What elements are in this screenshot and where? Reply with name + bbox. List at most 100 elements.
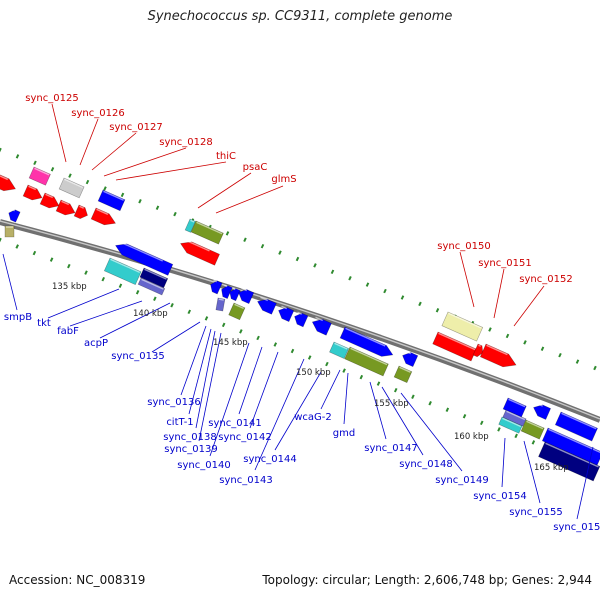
gene-block-red-7-gloss	[183, 238, 210, 252]
inner-rail-dot	[342, 368, 346, 373]
gene-label-sync-0155[interactable]: sync_0155	[509, 507, 562, 518]
gene-block-slate-2	[215, 297, 226, 312]
inner-rail-dot	[531, 440, 536, 445]
gene-block-blue-2-shape	[8, 209, 21, 223]
outer-rail-dot	[15, 154, 20, 159]
gene-label-sync-0144[interactable]: sync_0144	[243, 454, 296, 465]
gene-label-sync-0147[interactable]: sync_0147	[364, 443, 417, 454]
gene-block-slate-3-gloss	[506, 410, 526, 421]
leader-sync-0152	[513, 285, 545, 327]
gene-label-sync-0125[interactable]: sync_0125	[25, 93, 78, 104]
gene-block-red-2	[22, 184, 43, 201]
gene-block-blue-5	[221, 284, 233, 300]
gene-label-sync-0140[interactable]: sync_0140	[177, 460, 230, 471]
gene-block-red-7-shape	[180, 241, 220, 266]
gene-label-wcag-2[interactable]: wcaG-2	[294, 412, 332, 423]
gene-block-red-4	[55, 199, 76, 216]
inner-rail-dot	[135, 290, 140, 295]
outer-rail-dot	[120, 192, 125, 198]
gene-block-olive-4	[393, 365, 413, 384]
outer-rail-dot	[138, 199, 142, 204]
gene-block-blue-8-gloss	[260, 296, 269, 302]
scale-label-150-kbp: 150 kbp	[296, 368, 331, 378]
backbone-highlight	[0, 220, 600, 420]
gene-block-pink	[28, 166, 51, 186]
genome-summary: Topology: circular; Length: 2,606,748 bp…	[262, 573, 592, 587]
leader-glms	[215, 185, 284, 214]
gene-block-olive-5-gloss	[526, 420, 544, 430]
gene-label-fabf[interactable]: fabF	[57, 326, 79, 337]
gene-labels: sync_0125 sync_0126 sync_0127 sync_0128 thiC…	[4, 93, 600, 533]
gene-label-sync-0139[interactable]: sync_0139	[164, 444, 217, 455]
gene-label-sync-0135[interactable]: sync_0135	[111, 351, 164, 362]
gene-block-olive-5-shape	[520, 419, 545, 440]
gene-block-cyan-1	[184, 218, 196, 233]
gene-block-cyan-2-shape	[103, 257, 142, 286]
backbone-line	[0, 219, 600, 423]
gene-label-sync-0150[interactable]: sync_0150	[437, 241, 490, 252]
gene-block-red-10	[479, 343, 517, 368]
outer-rail-dot	[0, 147, 2, 153]
outer-rail-dot	[348, 276, 352, 281]
outer-rail-dot	[330, 269, 335, 275]
inner-rail-dot	[15, 244, 19, 249]
gene-label-sync-0138[interactable]: sync_0138	[163, 432, 216, 443]
leader-sync-0154	[501, 437, 506, 488]
inner-rail-dot	[204, 316, 209, 321]
gene-block-slate-1	[137, 277, 166, 296]
leader-sync-0142	[249, 351, 279, 429]
inner-rail-dot	[84, 270, 88, 275]
gene-block-slate-3	[502, 409, 527, 427]
gene-block-olive-1	[190, 220, 224, 245]
gene-label-acpp[interactable]: acpP	[84, 338, 108, 349]
gene-label-tkt[interactable]: tkt	[37, 318, 51, 329]
outer-rail-dot	[85, 179, 90, 185]
leader-wcag-2	[320, 369, 341, 410]
gene-block-grey-shape	[58, 177, 85, 199]
gene-label-smpb[interactable]: smpB	[4, 312, 32, 323]
inner-rail-dot	[170, 303, 174, 308]
gene-label-psac[interactable]: psaC	[243, 162, 268, 173]
inner-rail-dot	[273, 342, 278, 347]
gene-block-khaki	[4, 225, 15, 238]
gene-label-sync-0141[interactable]: sync_0141	[208, 418, 261, 429]
gene-block-blue-7	[238, 287, 255, 305]
gene-block-red-6-gloss	[96, 208, 109, 216]
gene-label-sync-0128[interactable]: sync_0128	[159, 137, 212, 148]
gene-block-red-3	[39, 192, 60, 209]
gene-label-sync-0156[interactable]: sync_0156	[553, 522, 600, 533]
gene-block-red-3-gloss	[45, 193, 54, 199]
inner-rail-dot	[480, 420, 484, 426]
outer-rail-dot	[260, 243, 265, 249]
leader-sync-0140	[209, 342, 250, 457]
gene-block-blue-4	[210, 279, 223, 295]
gene-label-sync-0127[interactable]: sync_0127	[109, 122, 162, 133]
gene-label-citt-1[interactable]: citT-1	[166, 417, 193, 428]
gene-block-pink-gloss	[34, 167, 50, 176]
outer-rail-dot	[155, 205, 160, 210]
gene-label-sync-0126[interactable]: sync_0126	[71, 108, 124, 119]
gene-label-sync-0136[interactable]: sync_0136	[147, 397, 200, 408]
gene-label-gmd[interactable]: gmd	[333, 428, 355, 439]
gene-block-red-8-shape	[432, 331, 477, 362]
gene-block-blue-15-gloss	[536, 402, 544, 407]
gene-label-glms[interactable]: glmS	[271, 174, 296, 185]
gene-block-yellow-gloss	[448, 312, 482, 329]
backbone	[0, 219, 600, 423]
gene-label-sync-0143[interactable]: sync_0143	[219, 475, 272, 486]
gene-label-sync-0149[interactable]: sync_0149	[435, 475, 488, 486]
gene-label-sync-0152[interactable]: sync_0152	[519, 274, 572, 285]
gene-block-blue-3-gloss	[118, 240, 164, 262]
gene-label-sync-0154[interactable]: sync_0154	[473, 491, 526, 502]
label-leader-lines	[2, 103, 594, 520]
leader-sync-0127	[91, 132, 137, 171]
gene-block-navy-1-gloss	[144, 268, 167, 280]
gene-label-sync-0151[interactable]: sync_0151	[478, 258, 531, 269]
gene-label-thic[interactable]: thiC	[216, 151, 236, 162]
gene-label-sync-0142[interactable]: sync_0142	[218, 432, 271, 443]
map-title: Synechococcus sp. CC9311, complete genom…	[147, 9, 453, 24]
inner-rail-dot	[67, 263, 71, 269]
gene-label-sync-0148[interactable]: sync_0148	[399, 459, 452, 470]
leader-sync-0135	[151, 321, 201, 353]
